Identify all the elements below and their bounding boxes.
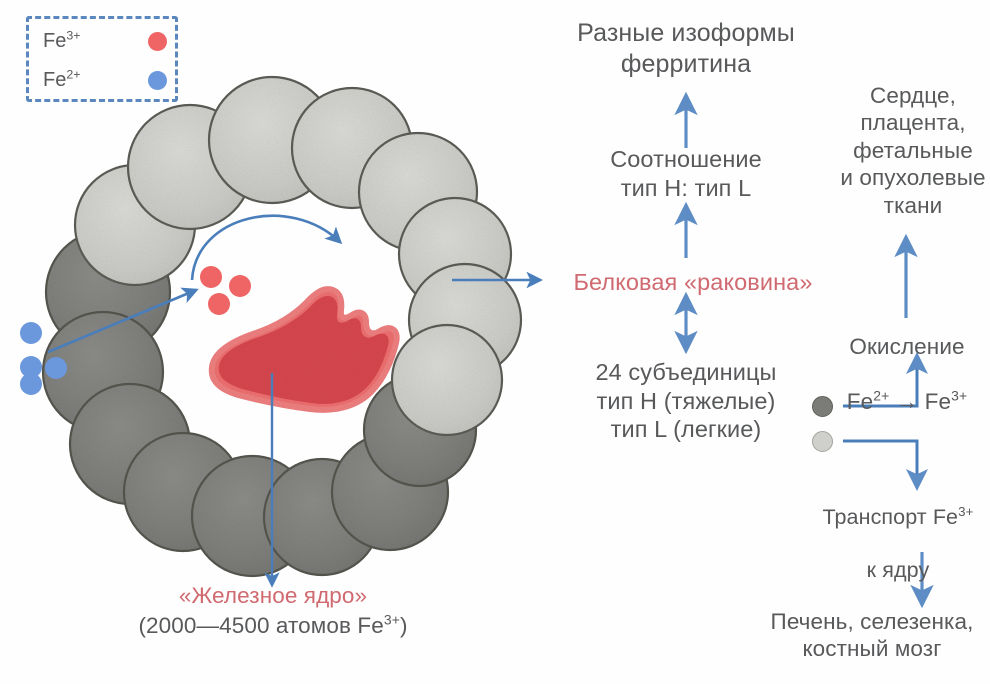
label-oxidation: Окисление Fe2+ → Fe3+ (824, 306, 990, 443)
label-tissues: Сердце, плацента, фетальные и опухолевые… (840, 83, 986, 218)
label-protein-shell: Белковая «раковина» (573, 269, 813, 295)
label-iron-core-subtitle: (2000—4500 атомов Fe3+) (138, 611, 408, 638)
label-transport: Транспорт Fe3+ к ядру (806, 478, 990, 609)
label-transport-line2: к ядру (866, 557, 930, 582)
typel-subunit-swatch-icon (812, 431, 833, 452)
typeh-subunit-swatch-icon (812, 396, 833, 417)
label-transport-line1: Транспорт Fe3+ (822, 504, 974, 530)
fe2-dots-outside (20, 322, 67, 395)
legend-box: Fe3+ Fe2+ (26, 16, 178, 102)
iron-core-blob (208, 286, 400, 413)
core-deposition-arrow (190, 214, 343, 281)
subunit-sphere-light-group (73, 75, 523, 437)
label-oxidation-line2: Fe2+ → Fe3+ (846, 387, 968, 415)
label-isoforms: Разные изоформы ферритина (577, 19, 795, 78)
fe3-dots-cavity (200, 266, 251, 315)
legend-item-fe2: Fe2+ (43, 63, 167, 97)
legend-item-fe3: Fe3+ (43, 24, 167, 58)
legend-label-fe2: Fe2+ (43, 66, 81, 91)
protein-shell-ring (41, 75, 523, 578)
fe2-entry-arrow (47, 287, 199, 354)
typel-to-transport-arrow (843, 439, 928, 491)
legend-label-fe3: Fe3+ (43, 27, 81, 52)
label-subunits: 24 субъединицы тип H (тяжелые) тип L (ле… (595, 359, 777, 443)
label-oxidation-line1: Окисление (849, 334, 965, 360)
label-organs: Печень, селезенка, костный мозг (770, 609, 974, 662)
label-ratio: Соотношение тип H: тип L (610, 146, 762, 201)
fe3-marker-icon (148, 31, 167, 51)
typeh-to-oxidation-arrow (843, 352, 928, 408)
label-iron-core-title: «Железное ядро» (178, 583, 368, 608)
fe2-marker-icon (148, 70, 167, 90)
